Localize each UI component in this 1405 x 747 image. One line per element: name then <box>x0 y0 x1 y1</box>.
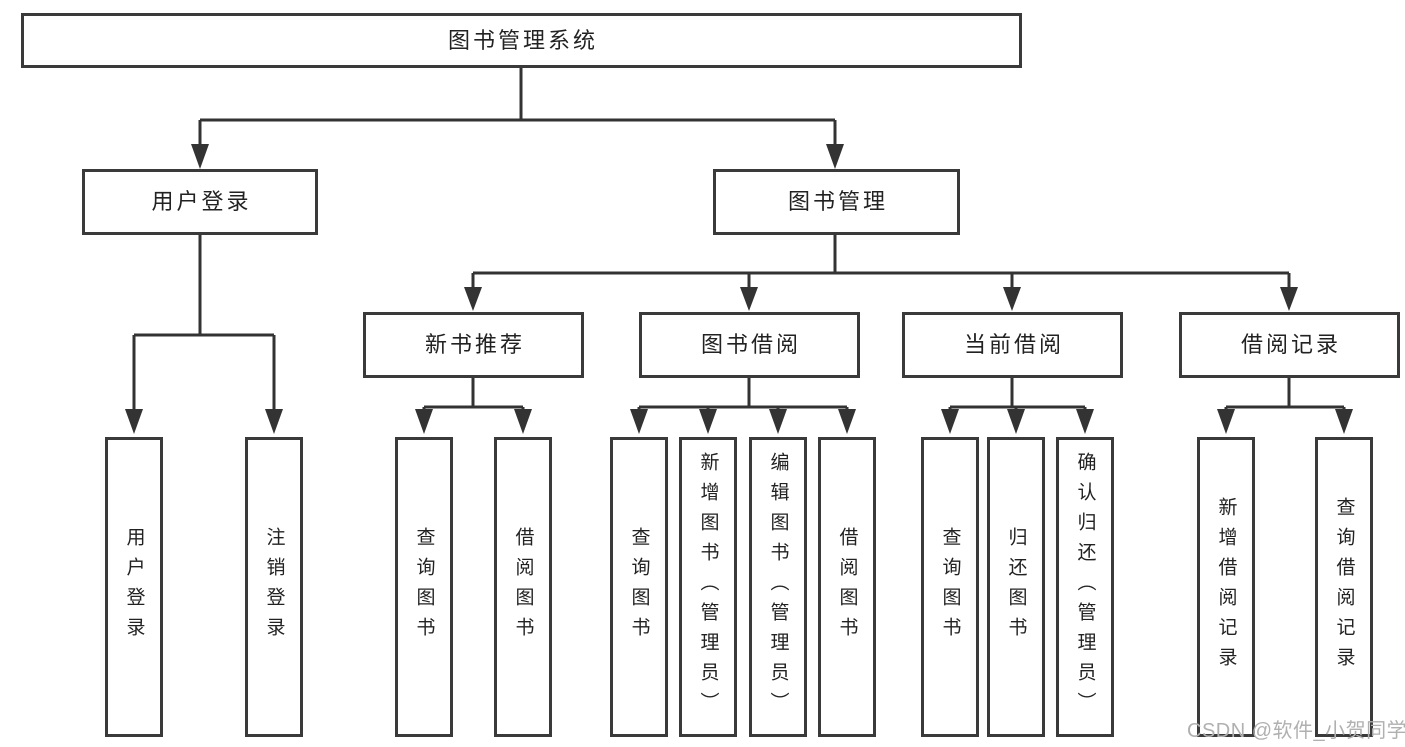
connector-borrow-record-to-leaves <box>1217 378 1353 434</box>
node-label: 查询图书 <box>939 527 961 647</box>
leaf-record-add-record: 新增借阅记录 <box>1197 437 1255 737</box>
node-new-book-recommend: 新书推荐 <box>363 312 584 378</box>
node-label: 借阅记录 <box>1240 332 1341 357</box>
node-label: 查询借阅记录 <box>1333 497 1355 677</box>
node-label: 查询图书 <box>413 527 435 647</box>
leaf-borrow-query-books: 查询图书 <box>610 437 668 737</box>
arrowhead <box>1280 287 1298 311</box>
node-current-borrow: 当前借阅 <box>902 312 1123 378</box>
node-label: 借阅图书 <box>836 527 858 647</box>
leaf-recommend-query-books: 查询图书 <box>395 437 453 737</box>
node-label: 注销登录 <box>263 527 285 647</box>
connector-root-to-level1 <box>191 68 844 169</box>
leaf-record-query-record: 查询借阅记录 <box>1315 437 1373 737</box>
leaf-login-logout: 注销登录 <box>245 437 303 737</box>
connector-book-borrow-to-leaves <box>630 378 856 434</box>
leaf-current-return-books: 归还图书 <box>987 437 1045 737</box>
connector-user-login-to-leaves <box>125 235 283 434</box>
leaf-current-query-books: 查询图书 <box>921 437 979 737</box>
node-label: 图书借阅 <box>700 332 801 357</box>
connector-book-management-to-level2 <box>464 235 1298 311</box>
watermark: CSDN @软件_小贺同学 <box>1187 720 1405 742</box>
leaf-borrow-borrow-books: 借阅图书 <box>818 437 876 737</box>
node-label: 借阅图书 <box>512 527 534 647</box>
connector-line <box>637 378 849 411</box>
arrowhead <box>838 409 856 434</box>
connector-new-book-recommend-to-leaves <box>415 378 532 434</box>
connector-line <box>422 378 525 411</box>
connector-line <box>132 235 276 411</box>
arrowhead <box>1076 409 1094 434</box>
node-label: 确认归还（管理员） <box>1074 452 1096 722</box>
leaf-borrow-add-books-admin: 新增图书（管理员） <box>679 437 737 737</box>
connector-line <box>948 378 1087 411</box>
node-label: 图书管理系统 <box>447 27 598 53</box>
arrowhead <box>630 409 648 434</box>
node-borrow-record: 借阅记录 <box>1179 312 1400 378</box>
node-user-login: 用户登录 <box>82 169 318 235</box>
arrowhead <box>769 409 787 434</box>
connector-line <box>1224 378 1346 411</box>
leaf-borrow-edit-books-admin: 编辑图书（管理员） <box>749 437 807 737</box>
arrowhead <box>125 409 143 434</box>
node-label: 用户登录 <box>151 189 252 214</box>
node-label: 新书推荐 <box>424 332 525 357</box>
node-label: 新增图书（管理员） <box>697 452 719 722</box>
leaf-current-confirm-return-admin: 确认归还（管理员） <box>1056 437 1114 737</box>
arrowhead <box>1217 409 1235 434</box>
node-label: 查询图书 <box>628 527 650 647</box>
arrowhead <box>1335 409 1353 434</box>
leaf-recommend-borrow-books: 借阅图书 <box>494 437 552 737</box>
arrowhead <box>464 287 482 311</box>
arrowhead <box>826 144 844 169</box>
arrowhead <box>265 409 283 434</box>
arrowhead <box>191 144 209 169</box>
arrowhead <box>699 409 717 434</box>
node-label: 编辑图书（管理员） <box>767 452 789 722</box>
node-book-borrow: 图书借阅 <box>639 312 860 378</box>
node-label: 当前借阅 <box>963 332 1064 357</box>
node-label: 用户登录 <box>123 527 145 647</box>
arrowhead <box>1003 287 1021 311</box>
arrowhead <box>740 287 758 311</box>
connector-line <box>471 235 1291 289</box>
arrowhead <box>941 409 959 434</box>
arrowhead <box>415 409 433 434</box>
node-root: 图书管理系统 <box>21 13 1022 68</box>
arrowhead <box>514 409 532 434</box>
connector-line <box>198 68 837 146</box>
node-label: 新增借阅记录 <box>1215 497 1237 677</box>
node-label: 归还图书 <box>1005 527 1027 647</box>
arrowhead <box>1007 409 1025 434</box>
node-book-management: 图书管理 <box>713 169 960 235</box>
connector-current-borrow-to-leaves <box>941 378 1094 434</box>
leaf-login-user-login: 用户登录 <box>105 437 163 737</box>
node-label: 图书管理 <box>787 189 888 214</box>
